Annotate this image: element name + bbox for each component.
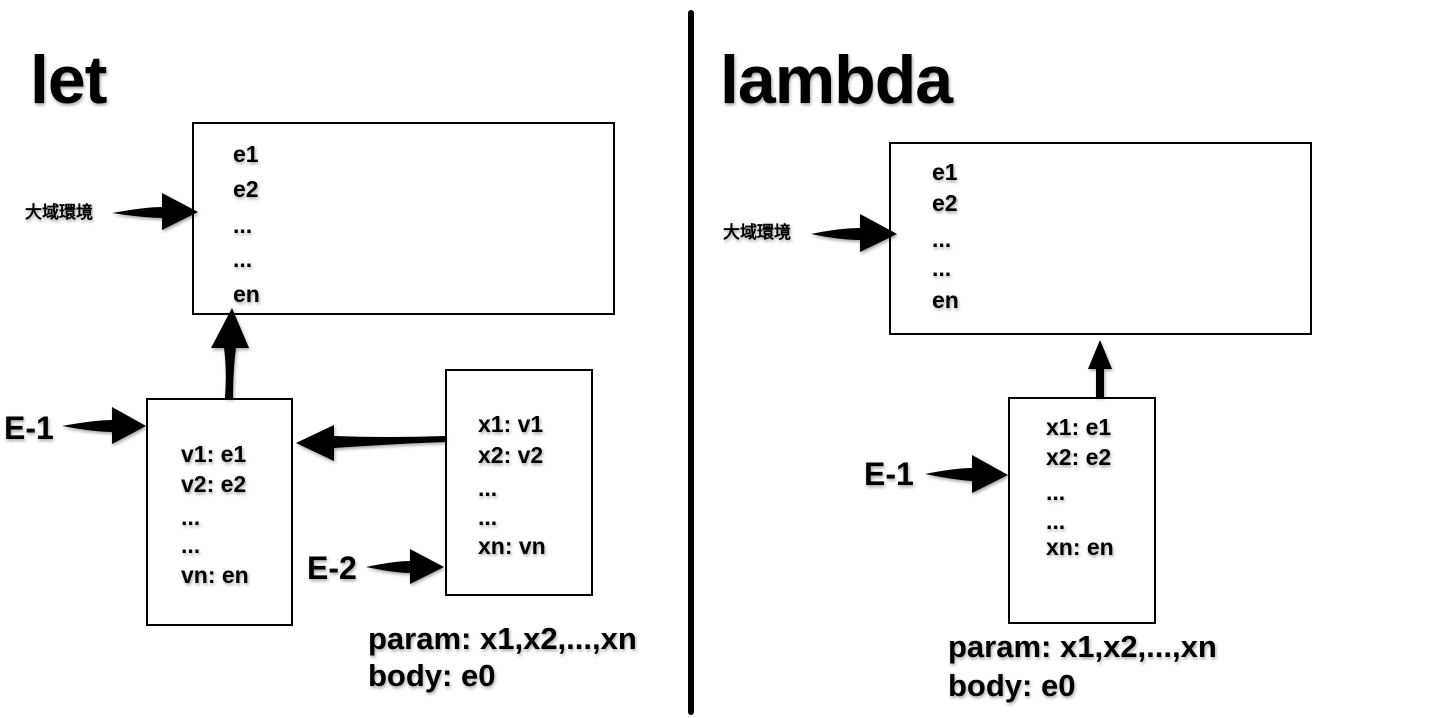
lambda-global-entry-3: ...: [932, 226, 952, 252]
let-global-entry-3: ...: [233, 212, 253, 238]
let-e2-pointer-arrow: [366, 549, 444, 584]
let-e1-label: E-1: [4, 410, 54, 446]
lambda-body: body: e0: [948, 668, 1076, 703]
lambda-e1-to-global-arrow: [1088, 340, 1112, 397]
panel-divider: [688, 10, 694, 715]
let-e1-binding-4: ...: [181, 532, 201, 558]
let-e2-frame: x1: v1 x2: v2 ... ... xn: vn: [445, 369, 593, 596]
lambda-global-env-box: e1 e2 ... ... en: [889, 142, 1312, 335]
let-global-env-label: 大域環境: [25, 203, 93, 223]
lambda-param: param: x1,x2,...,xn: [948, 629, 1217, 664]
let-global-entry-1: e1: [233, 141, 259, 167]
let-title: let: [30, 42, 107, 118]
lambda-e1-binding-3: ...: [1046, 479, 1066, 505]
lambda-e1-binding-1: x1: e1: [1046, 414, 1112, 440]
lambda-e1-frame: x1: e1 x2: e2 ... ... xn: en: [1008, 397, 1156, 624]
let-global-pointer-arrow: [112, 193, 198, 230]
let-global-entry-4: ...: [233, 246, 253, 272]
let-e1-pointer-arrow: [62, 407, 146, 444]
let-e2-binding-3: ...: [478, 475, 498, 501]
let-e1-binding-3: ...: [181, 504, 201, 530]
let-param: param: x1,x2,...,xn: [368, 621, 637, 656]
let-e2-binding-2: x2: v2: [478, 442, 544, 468]
let-e2-label: E-2: [307, 550, 357, 586]
lambda-e1-binding-5: xn: en: [1046, 534, 1114, 560]
let-e1-binding-1: v1: e1: [181, 441, 247, 467]
let-e1-frame: v1: e1 v2: e2 ... ... vn: en: [146, 398, 293, 626]
lambda-global-entry-4: ...: [932, 255, 952, 281]
lambda-global-entry-1: e1: [932, 159, 958, 185]
let-global-env-box: e1 e2 ... ... en: [192, 122, 615, 315]
let-e1-binding-5: vn: en: [181, 562, 249, 588]
lambda-global-entry-5: en: [932, 287, 959, 313]
lambda-title: lambda: [720, 42, 953, 118]
lambda-e1-pointer-arrow: [925, 455, 1008, 493]
let-body: body: e0: [368, 658, 496, 693]
lambda-e1-binding-4: ...: [1046, 508, 1066, 534]
let-e2-binding-4: ...: [478, 504, 498, 530]
let-global-entry-2: e2: [233, 176, 259, 202]
let-e2-binding-5: xn: vn: [478, 533, 546, 559]
lambda-e1-binding-2: x2: e2: [1046, 444, 1112, 470]
let-e2-to-e1-arrow: [296, 425, 445, 461]
let-e1-to-global-arrow: [211, 308, 249, 398]
lambda-global-pointer-arrow: [811, 214, 897, 252]
lambda-global-entry-2: e2: [932, 190, 958, 216]
lambda-e1-label: E-1: [864, 456, 914, 492]
lambda-global-env-label: 大域環境: [723, 223, 791, 243]
let-global-entry-5: en: [233, 281, 260, 307]
let-e1-binding-2: v2: e2: [181, 471, 247, 497]
let-e2-binding-1: x1: v1: [478, 411, 544, 437]
